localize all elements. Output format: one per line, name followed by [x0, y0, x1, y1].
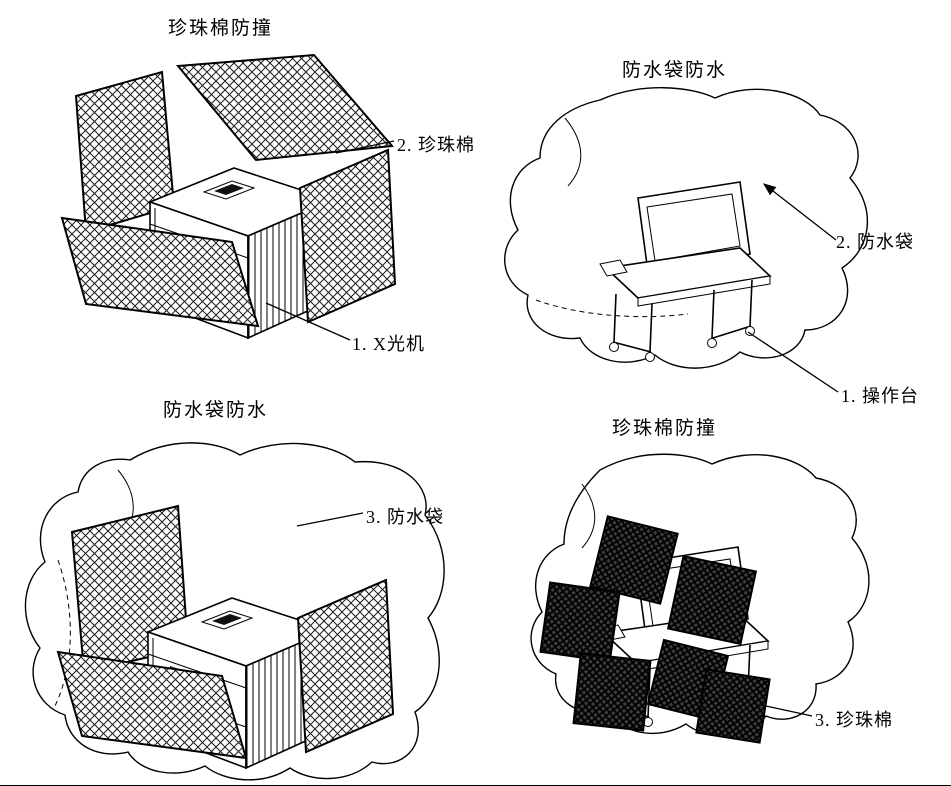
- figure-xray-bag: [24, 442, 445, 781]
- callout-label-waterproof-bag: 2. 防水袋: [836, 232, 914, 252]
- bag-crease: [564, 117, 582, 187]
- foam-block: [539, 581, 621, 663]
- leader-line-bag: [296, 512, 364, 527]
- callout-label-xray-machine: 1. X光机: [352, 334, 425, 354]
- foam-block: [666, 554, 758, 646]
- callout-label-pearl-cotton-2: 3. 珍珠棉: [815, 710, 893, 730]
- figure-console-bag: [504, 87, 869, 393]
- callout-label-console: 1. 操作台: [841, 386, 919, 406]
- callout-label-pearl-cotton: 2. 珍珠棉: [397, 135, 475, 155]
- figure-title-console-bag: 防水袋防水: [622, 60, 728, 81]
- leader-line-foam: [765, 705, 813, 717]
- foam-block: [572, 652, 652, 732]
- foam-block: [589, 515, 679, 605]
- foam-blocks: [539, 515, 771, 744]
- foam-lid-panel: [176, 53, 395, 162]
- foam-right-panel: [298, 148, 397, 324]
- foam-front-panel: [60, 216, 260, 328]
- callout-label-waterproof-bag-2: 3. 防水袋: [366, 507, 444, 527]
- leader-line-xray: [265, 302, 351, 341]
- foam-front-panel: [56, 650, 248, 760]
- foam-block: [695, 668, 771, 744]
- figure-title-xray-foam: 珍珠棉防撞: [168, 18, 274, 39]
- figure-title-xray-bag: 防水袋防水: [163, 400, 269, 421]
- leader-line-foam: [335, 140, 395, 154]
- leader-line-console: [747, 331, 839, 393]
- figure-console-foam: [530, 453, 870, 744]
- bag-crease-dashed: [53, 559, 71, 709]
- figure-title-console-foam: 珍珠棉防撞: [612, 418, 718, 439]
- foam-right-panel: [296, 578, 395, 754]
- bag-crease-dashed: [535, 299, 689, 318]
- figure-xray-foam: [60, 53, 397, 341]
- bag-crease: [581, 483, 596, 549]
- leader-line-bag-arrow: [762, 183, 837, 241]
